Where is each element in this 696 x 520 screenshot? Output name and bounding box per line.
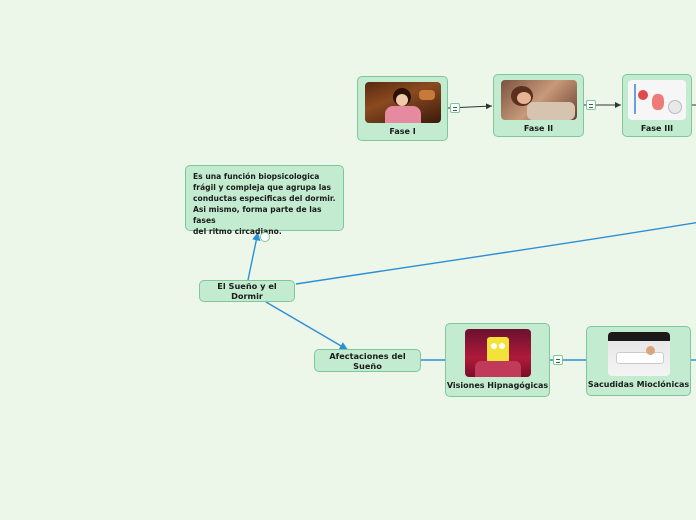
definition-line: frágil y compleja que agrupa las	[193, 183, 332, 192]
girl-in-bed-image	[364, 82, 441, 123]
affectation-label-visiones: Visiones Hipnagógicas	[446, 381, 549, 390]
definition-node[interactable]: Es una función biopsicologica frágil y c…	[185, 165, 344, 236]
collapse-toggle-phase-2[interactable]	[586, 100, 596, 110]
collapse-toggle-definition[interactable]	[260, 232, 270, 242]
sleep-monitor-image	[628, 80, 686, 120]
root-node[interactable]: El Sueño y el Dormir	[199, 280, 295, 302]
affectations-node[interactable]: Afectaciones del Sueño	[314, 349, 421, 372]
affectations-label: Afectaciones del Sueño	[329, 350, 406, 371]
connector-root-affectations	[265, 301, 349, 351]
connector-root-offscreen	[295, 221, 696, 285]
definition-line: conductas especificas del dormir.	[193, 194, 336, 203]
affectation-label-sacudidas: Sacudidas Mioclónicas	[587, 380, 690, 389]
affectation-node-sacudidas[interactable]: Sacudidas Mioclónicas	[586, 326, 691, 396]
phase-label-2: Fase II	[523, 124, 554, 133]
phase-node-3[interactable]: Fase III	[622, 74, 692, 137]
person-jolting-in-bed-image	[607, 332, 670, 376]
cartoon-character-image	[464, 329, 531, 377]
phase-node-2[interactable]: Fase II	[493, 74, 584, 137]
definition-line: del ritmo circadiano.	[193, 227, 282, 236]
phase-label-1: Fase I	[389, 127, 416, 136]
collapse-toggle-phase-1[interactable]	[450, 103, 460, 113]
woman-sleeping-image	[500, 80, 577, 120]
definition-line: Asi mismo, forma parte de las fases	[193, 205, 322, 225]
phase-label-3: Fase III	[640, 124, 674, 133]
collapse-toggle-visiones[interactable]	[553, 355, 563, 365]
connector-root-definition	[247, 231, 261, 281]
phase-node-1[interactable]: Fase I	[357, 76, 448, 141]
root-label: El Sueño y el Dormir	[217, 281, 277, 301]
definition-line: Es una función biopsicologica	[193, 172, 320, 181]
affectation-node-visiones[interactable]: Visiones Hipnagógicas	[445, 323, 550, 397]
